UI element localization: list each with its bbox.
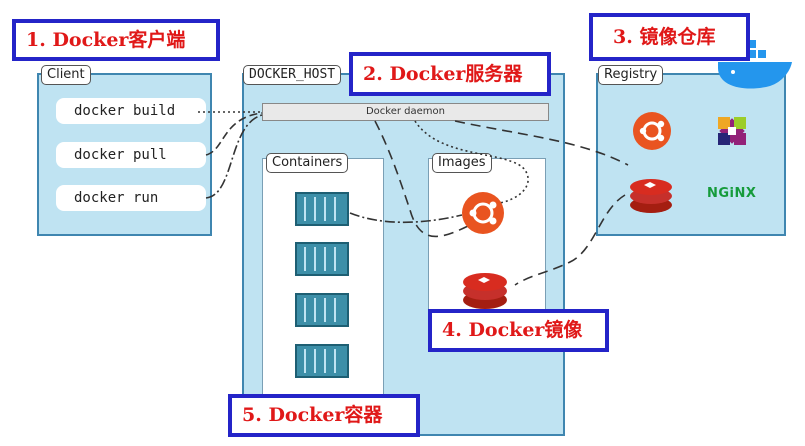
docker-pull-command: docker pull: [56, 142, 206, 168]
registry-panel: [596, 73, 786, 236]
containers-title: Containers: [266, 153, 349, 173]
pull-connector: [205, 112, 263, 156]
container-icon: [295, 192, 349, 226]
container-icon: [295, 242, 349, 276]
docker-build-command: docker build: [56, 98, 206, 124]
redis-icon: [630, 179, 672, 213]
run-connector: [205, 114, 263, 199]
callout-docker-container: 5. Docker容器: [228, 394, 420, 437]
callout-docker-client: 1. Docker客户端: [12, 19, 220, 61]
nginx-logo: NGiNX: [707, 186, 757, 201]
docker-host-title: DOCKER_HOST: [243, 65, 342, 85]
registry-title: Registry: [598, 65, 664, 85]
container-icon: [295, 293, 349, 327]
registry-to-image-line: [514, 194, 626, 286]
ubuntu-icon: [462, 192, 504, 234]
centos-icon: [718, 117, 746, 145]
docker-daemon-bar: Docker daemon: [262, 103, 549, 121]
container-icon: [295, 344, 349, 378]
callout-docker-image: 4. Docker镜像: [428, 309, 609, 352]
daemon-to-container-line: [374, 120, 471, 238]
daemon-to-registry-line: [454, 120, 629, 166]
client-title: Client: [41, 65, 91, 85]
callout-docker-server: 2. Docker服务器: [349, 52, 551, 96]
daemon-to-image-line: [414, 120, 529, 205]
images-title: Images: [432, 153, 492, 173]
image-to-container-line: [349, 212, 463, 224]
callout-image-registry: 3. 镜像仓库: [589, 13, 750, 61]
docker-run-command: docker run: [56, 185, 206, 211]
redis-icon: [463, 273, 507, 309]
ubuntu-icon: [633, 112, 671, 150]
